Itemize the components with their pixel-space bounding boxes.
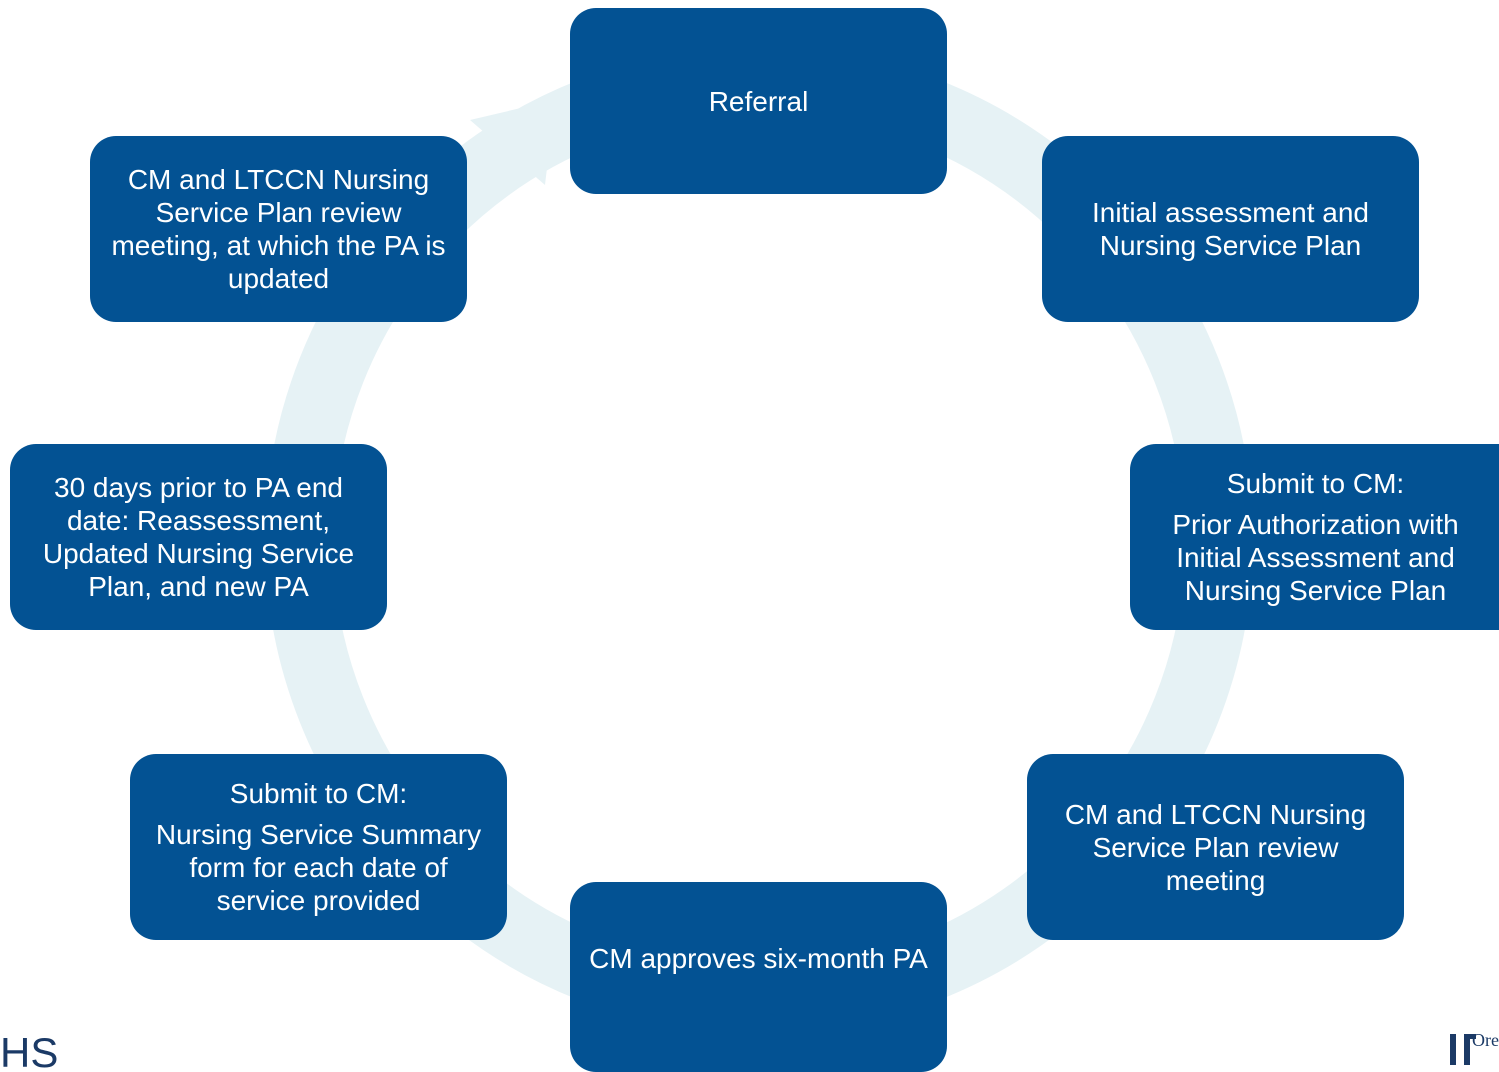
logo-bracket-bar [1464,1034,1476,1039]
node-submit-prior-authorization-text: Prior Authorization with Initial Assessm… [1172,509,1459,606]
node-submit-prior-authorization: Submit to CM: Prior Authorization with I… [1130,444,1499,630]
node-submit-prior-authorization-heading: Submit to CM: [1226,468,1405,499]
left-logo: HS [0,1028,70,1068]
node-referral-text: Referral [708,85,809,117]
node-submit-service-summary-heading: Submit to CM: [229,778,408,809]
left-logo-text: HS [0,1029,59,1068]
node-approve-pa-text: CM approves six-month PA [589,943,928,974]
logo-bracket-bar [1464,1034,1470,1065]
node-initial-assessment-text: Initial assessment and Nursing Service P… [1091,197,1370,261]
logo-bracket-bar [1450,1034,1456,1065]
cycle-arrowhead [470,100,555,185]
node-reassessment-text: 30 days prior to PA end date: Reassessme… [42,472,355,602]
node-submit-service-summary-text: Nursing Service Summary form for each da… [155,819,482,916]
node-referral: Referral [570,8,947,194]
node-review-meeting-pa-update: CM and LTCCN Nursing Service Plan review… [90,136,467,322]
node-review-meeting-pa-update-text: CM and LTCCN Nursing Service Plan review… [111,164,446,294]
node-review-meeting: CM and LTCCN Nursing Service Plan review… [1027,754,1404,940]
node-initial-assessment: Initial assessment and Nursing Service P… [1042,136,1419,322]
node-submit-service-summary: Submit to CM: Nursing Service Summary fo… [130,754,507,940]
node-approve-pa: CM approves six-month PA [570,882,947,1072]
oregon-logo: Oreg [1450,1030,1499,1065]
node-review-meeting-text: CM and LTCCN Nursing Service Plan review… [1064,798,1367,896]
node-reassessment: 30 days prior to PA end date: Reassessme… [10,444,387,630]
oregon-logo-text: Oreg [1472,1030,1499,1050]
